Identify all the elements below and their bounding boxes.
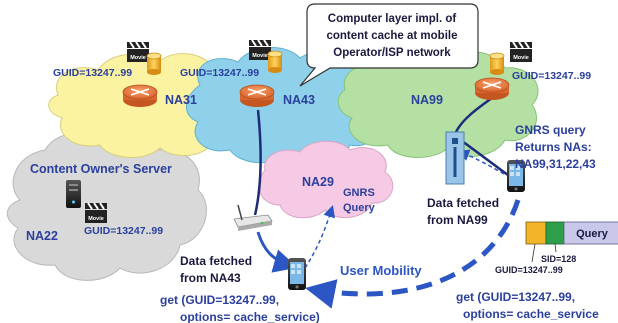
access-point-icon	[233, 204, 273, 231]
gnrs-query-line-2: Query	[343, 202, 376, 214]
link-na99-router-to-tower	[454, 96, 493, 133]
get-left-line-2: options= cache_service)	[180, 310, 320, 323]
movie-clapper-icon-na31: Movie	[127, 41, 149, 62]
arrow-user-mobility	[305, 199, 521, 309]
server-title: Content Owner's Server	[30, 162, 172, 176]
na31-label: NA31	[165, 93, 197, 107]
link-na43-router-to-access-point	[253, 109, 262, 216]
callout-line-2: content cache at mobile	[326, 30, 457, 42]
guid-label-server: GUID=13247..99	[84, 225, 163, 237]
callout-cache-layer: Computer layer impl. of content cache at…	[299, 3, 479, 87]
sid-pointer	[554, 243, 557, 253]
packet-header: Query	[525, 221, 618, 245]
guid-label-na43: GUID=13247..99	[180, 67, 259, 79]
na29-label: NA29	[302, 175, 334, 189]
cache-cylinder-icon-na31	[146, 52, 162, 75]
cell-tower-icon	[445, 131, 465, 185]
sid-label: SID=128	[541, 254, 576, 264]
movie-clapper-icon-na99: Movie	[510, 41, 532, 62]
cloud-na29	[258, 140, 394, 219]
movie-clapper-icon-server: Movie	[85, 202, 107, 223]
fetched-na43-line-2: from NA43	[180, 271, 241, 285]
na43-label: NA43	[283, 93, 315, 107]
router-icon-na99	[474, 77, 510, 100]
gnrs-returns-line-2: Returns NAs:	[515, 140, 592, 154]
wireless-link-tower-to-phone	[457, 136, 513, 180]
movie-label: Movie	[88, 216, 104, 222]
get-left-line-1: get (GUID=13247..99,	[160, 293, 279, 307]
cache-cylinder-icon-na43	[267, 50, 283, 73]
arrow-gnrs-query	[304, 205, 335, 269]
fetched-na99-line-2: from NA99	[427, 213, 488, 227]
packet-guid-field	[525, 221, 547, 245]
get-right-line-2: options= cache_service	[463, 307, 599, 321]
packet-sid-field	[545, 221, 565, 245]
cache-cylinder-icon-na99	[489, 52, 505, 75]
movie-clapper-icon-na43: Movie	[249, 39, 271, 60]
guid-label-na99: GUID=13247..99	[512, 70, 591, 82]
gnrs-returns-line-1: GNRS query	[515, 123, 586, 137]
fetched-na99-line-1: Data fetched	[427, 196, 499, 210]
na99-label: NA99	[411, 93, 443, 107]
callout-line-1: Computer layer impl. of	[328, 13, 457, 25]
packet-query-field	[563, 221, 618, 245]
guid-label-packet: GUID=13247..99	[495, 265, 563, 275]
mobile-phone-icon-right	[507, 160, 525, 192]
guid-pointer	[531, 243, 536, 263]
fetched-na43-line-1: Data fetched	[180, 254, 252, 268]
movie-label: Movie	[252, 53, 268, 59]
packet-query-label: Query	[576, 228, 609, 240]
gnrs-query-line-1: GNRS	[343, 187, 375, 199]
user-mobility-label: User Mobility	[340, 263, 422, 278]
router-icon-na31	[122, 84, 158, 107]
router-icon-na43	[239, 84, 275, 107]
guid-label-na31: GUID=13247..99	[53, 67, 132, 79]
gnrs-returns-line-3: NA99,31,22,43	[515, 157, 596, 171]
server-tower-icon	[66, 180, 81, 208]
get-right-line-1: get (GUID=13247..99,	[456, 290, 575, 304]
movie-label: Movie	[130, 55, 146, 61]
arrow-access-point-to-phone	[256, 231, 298, 273]
callout-line-3: Operator/ISP network	[333, 47, 451, 59]
movie-label: Movie	[513, 55, 529, 61]
na22-label: NA22	[26, 229, 58, 243]
mobile-phone-icon-left	[288, 258, 306, 290]
